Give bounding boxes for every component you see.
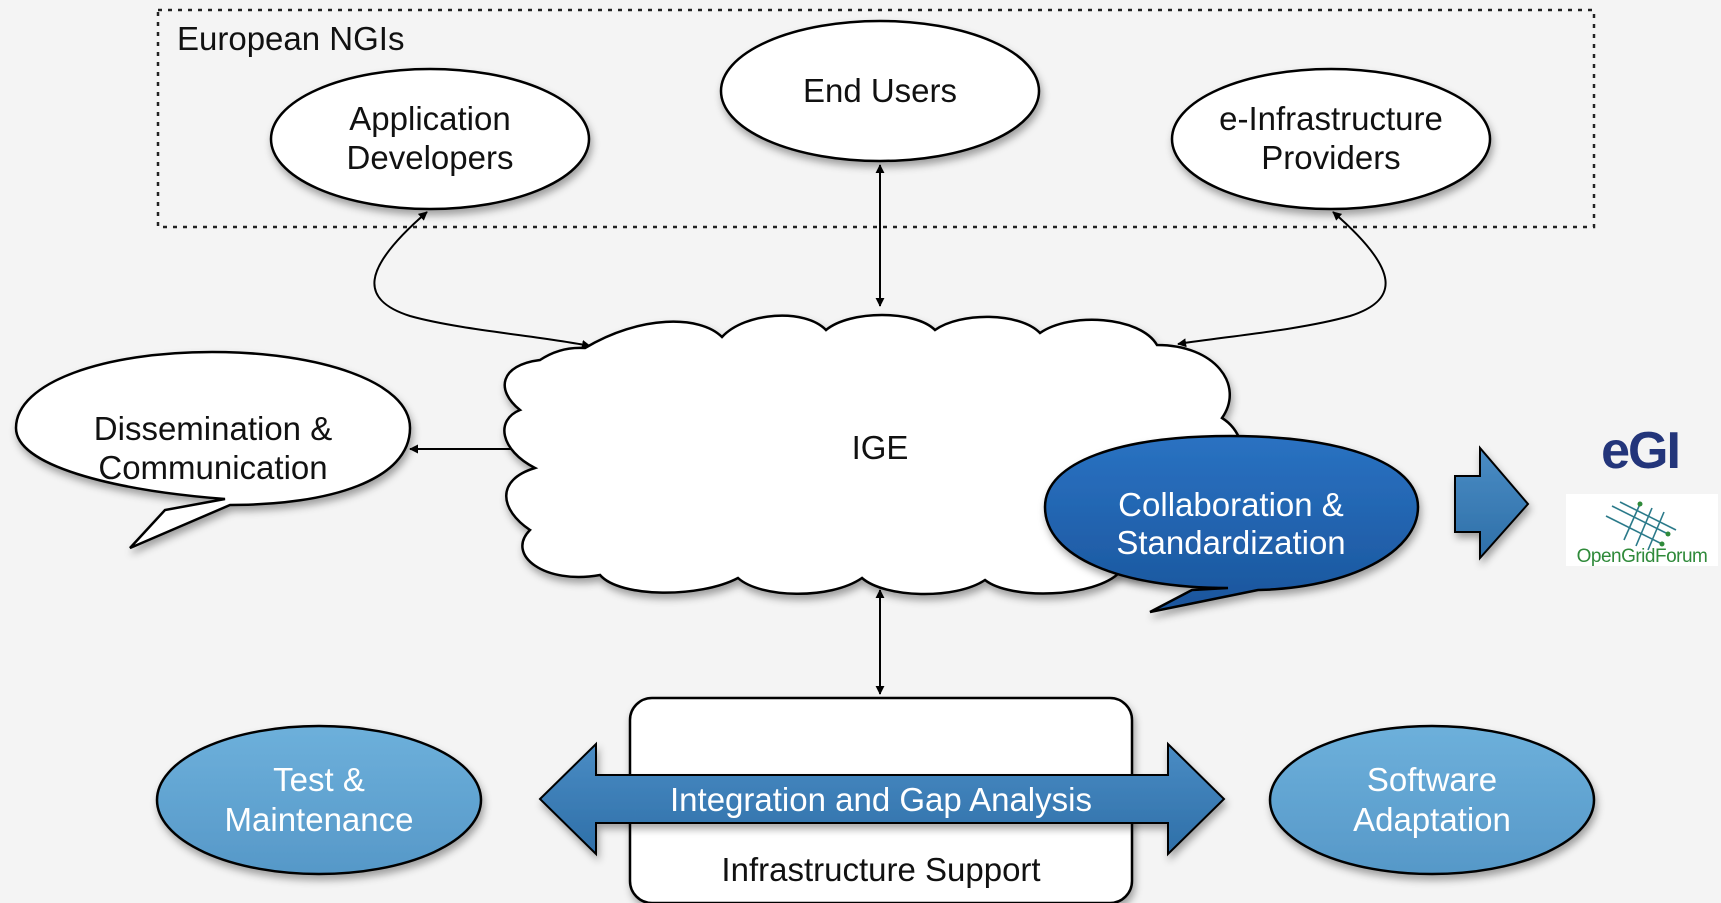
software-adaptation-line1: Software xyxy=(1367,761,1497,798)
dissemination-line1: Dissemination & xyxy=(94,410,332,447)
node-software-adaptation: Software Adaptation xyxy=(1268,724,1596,876)
software-adaptation-line2: Adaptation xyxy=(1353,801,1511,838)
node-application-developers: Application Developers xyxy=(269,67,591,211)
european-ngis-label: European NGIs xyxy=(177,20,404,57)
collaboration-line1: Collaboration & xyxy=(1118,486,1344,523)
end-users-label: End Users xyxy=(803,72,957,109)
node-integration: Integration and Gap Analysis xyxy=(538,741,1226,857)
collaboration-line2: Standardization xyxy=(1116,524,1345,561)
ogf-logo-text: OpenGridForum xyxy=(1577,546,1708,567)
external-orgs-arrow xyxy=(1454,445,1530,561)
node-test-maintenance: Test & Maintenance xyxy=(155,724,483,876)
dissemination-line2: Communication xyxy=(98,449,327,486)
application-developers-line2: Developers xyxy=(347,139,514,176)
connector-developers-ige xyxy=(373,211,591,349)
integration-label: Integration and Gap Analysis xyxy=(670,781,1092,818)
opengridforum-logo: OpenGridForum xyxy=(1566,494,1718,567)
application-developers-line1: Application xyxy=(349,100,510,137)
node-end-users: End Users xyxy=(719,19,1041,163)
egi-logo-text: eGI xyxy=(1601,422,1679,480)
test-maintenance-line2: Maintenance xyxy=(225,801,414,838)
test-maintenance-line1: Test & xyxy=(273,761,365,798)
node-collaboration: Collaboration & Standardization xyxy=(1043,434,1420,614)
ige-label: IGE xyxy=(852,429,909,466)
infrastructure-support-label: Infrastructure Support xyxy=(721,851,1040,888)
infrastructure-providers-line1: e-Infrastructure xyxy=(1219,100,1443,137)
node-infrastructure-providers: e-Infrastructure Providers xyxy=(1170,67,1492,211)
connector-providers-ige xyxy=(1177,211,1387,348)
node-dissemination: Dissemination & Communication xyxy=(14,350,412,550)
infrastructure-providers-line2: Providers xyxy=(1261,139,1400,176)
egi-logo: eGI xyxy=(1601,422,1681,480)
ogf-grid-icon xyxy=(1605,501,1677,551)
